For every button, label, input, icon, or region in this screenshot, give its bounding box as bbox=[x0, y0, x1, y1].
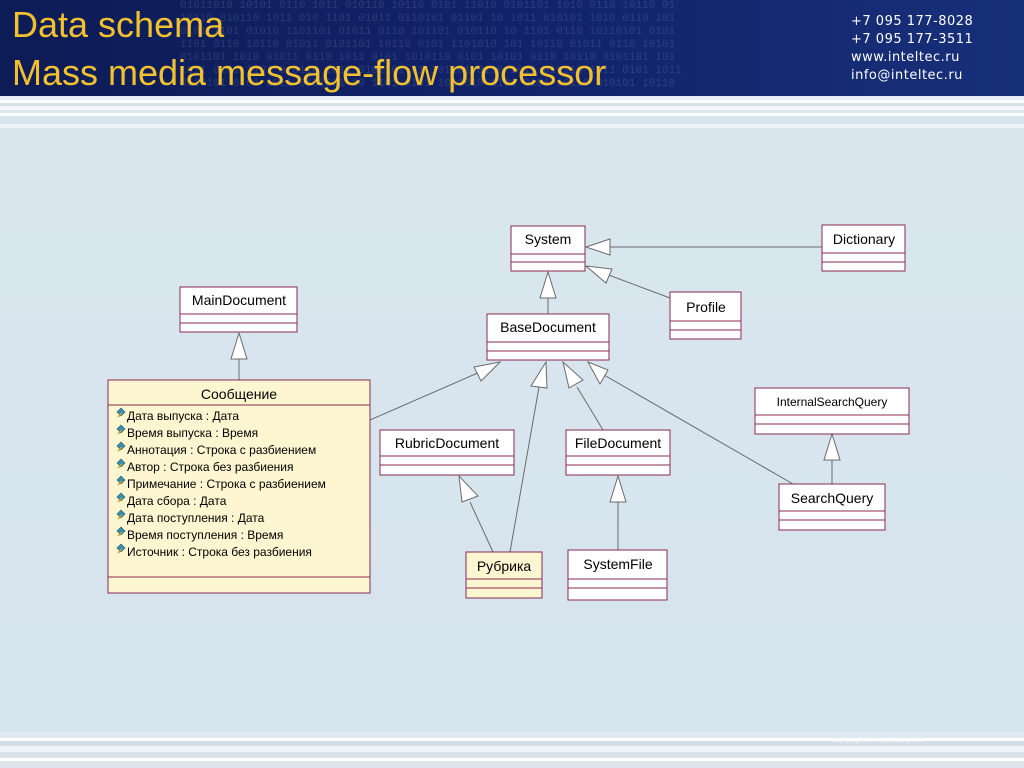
class-soobshchenie: Сообщение bbox=[107, 379, 371, 594]
arrowhead-systemfile-filedocument bbox=[609, 474, 627, 503]
contact-block: +7 095 177-8028 +7 095 177-3511 www.inte… bbox=[851, 13, 973, 85]
edge-searchquery-basedocument bbox=[603, 374, 794, 485]
class-name-filedocument: FileDocument bbox=[575, 435, 661, 451]
arrowhead-soobshchenie-maindocument bbox=[230, 331, 248, 360]
attribute-row: Время выпуска : Время bbox=[127, 426, 258, 440]
edge-profile-system bbox=[605, 273, 671, 299]
class-name-rubrika: Рубрика bbox=[477, 558, 532, 574]
attribute-row: Автор : Строка без разбиения bbox=[127, 460, 294, 474]
footer-stripes bbox=[0, 732, 1024, 768]
attribute-row: Дата поступления : Дата bbox=[127, 511, 265, 525]
phone-2: +7 095 177-3511 bbox=[851, 32, 974, 47]
attribute-row: Примечание : Строка с разбиением bbox=[127, 477, 326, 491]
email-link[interactable]: info@inteltec.ru bbox=[851, 68, 963, 83]
header-banner: 01011010 10101 0110 1011 010110 10110 01… bbox=[0, 0, 1024, 96]
class-name-internalsearchquery: InternalSearchQuery bbox=[777, 395, 888, 409]
attribute-icon-handle bbox=[117, 514, 123, 520]
class-name-basedocument: BaseDocument bbox=[500, 319, 596, 335]
attribute-icon-handle bbox=[117, 429, 123, 435]
class-name-maindocument: MainDocument bbox=[192, 292, 286, 308]
arrowhead-soobshchenie-basedocument bbox=[473, 361, 502, 382]
arrowhead-filedocument-basedocument bbox=[562, 360, 584, 389]
class-internalsearchquery: InternalSearchQuery bbox=[754, 387, 910, 435]
class-basedocument: BaseDocument bbox=[486, 313, 610, 361]
page-title: Data schema bbox=[12, 4, 225, 45]
page-subtitle: Mass media message-flow processor bbox=[12, 52, 607, 93]
attribute-icon-handle bbox=[117, 463, 123, 469]
edge-filedocument-basedocument bbox=[576, 386, 604, 431]
attribute-icon-handle bbox=[117, 446, 123, 452]
class-filedocument: FileDocument bbox=[565, 429, 671, 476]
copyright-text: copyright c inteltec plus bbox=[831, 736, 923, 744]
class-profile: Profile bbox=[669, 291, 742, 340]
class-maindocument: MainDocument bbox=[179, 286, 298, 333]
arrowhead-basedocument-system bbox=[539, 270, 557, 299]
arrowhead-rubrika-rubricdocument bbox=[458, 474, 479, 503]
class-system: System bbox=[510, 225, 586, 272]
class-name-profile: Profile bbox=[686, 299, 726, 315]
class-name-rubricdocument: RubricDocument bbox=[395, 435, 499, 451]
attribute-row: Дата сбора : Дата bbox=[127, 494, 227, 508]
attribute-row: Дата выпуска : Дата bbox=[127, 409, 239, 423]
connector-lines bbox=[238, 246, 833, 553]
attribute-icon-handle bbox=[117, 531, 123, 537]
class-name-soobshchenie: Сообщение bbox=[201, 386, 277, 402]
attribute-row: Время поступления : Время bbox=[127, 528, 283, 542]
class-systemfile: SystemFile bbox=[567, 549, 668, 601]
class-searchquery: SearchQuery bbox=[778, 483, 886, 531]
attribute-row: Источник : Строка без разбиения bbox=[127, 545, 312, 559]
arrowhead-profile-system bbox=[584, 265, 613, 284]
phone-1: +7 095 177-8028 bbox=[851, 14, 974, 29]
inheritance-arrowheads bbox=[230, 238, 841, 503]
website-link[interactable]: www.inteltec.ru bbox=[851, 50, 960, 65]
binary-pattern-decoration: 01011010 10101 0110 1011 010110 10110 01… bbox=[180, 0, 682, 90]
arrowhead-searchquery-internalsearchquery bbox=[823, 432, 841, 461]
attribute-icon-handle bbox=[117, 497, 123, 503]
edge-rubrika-basedocument bbox=[509, 386, 540, 553]
class-dictionary: Dictionary bbox=[821, 224, 906, 272]
arrowhead-searchquery-basedocument bbox=[586, 361, 609, 386]
arrowhead-rubrika-basedocument bbox=[530, 360, 548, 389]
attribute-row: Аннотация : Строка с разбиением bbox=[127, 443, 316, 457]
attribute-icon-handle bbox=[117, 548, 123, 554]
class-name-system: System bbox=[525, 231, 572, 247]
class-rubrika: Рубрика bbox=[465, 551, 543, 599]
attribute-icon-handle bbox=[117, 480, 123, 486]
arrowhead-dictionary-system bbox=[584, 238, 611, 256]
class-rubricdocument: RubricDocument bbox=[379, 429, 515, 476]
class-name-searchquery: SearchQuery bbox=[791, 490, 873, 506]
edge-rubrika-rubricdocument bbox=[469, 501, 494, 553]
edge-soobshchenie-basedocument bbox=[369, 371, 481, 421]
class-name-systemfile: SystemFile bbox=[583, 556, 652, 572]
class-name-dictionary: Dictionary bbox=[833, 231, 895, 247]
header-stripes bbox=[0, 96, 1024, 136]
attribute-icon-handle bbox=[117, 412, 123, 418]
